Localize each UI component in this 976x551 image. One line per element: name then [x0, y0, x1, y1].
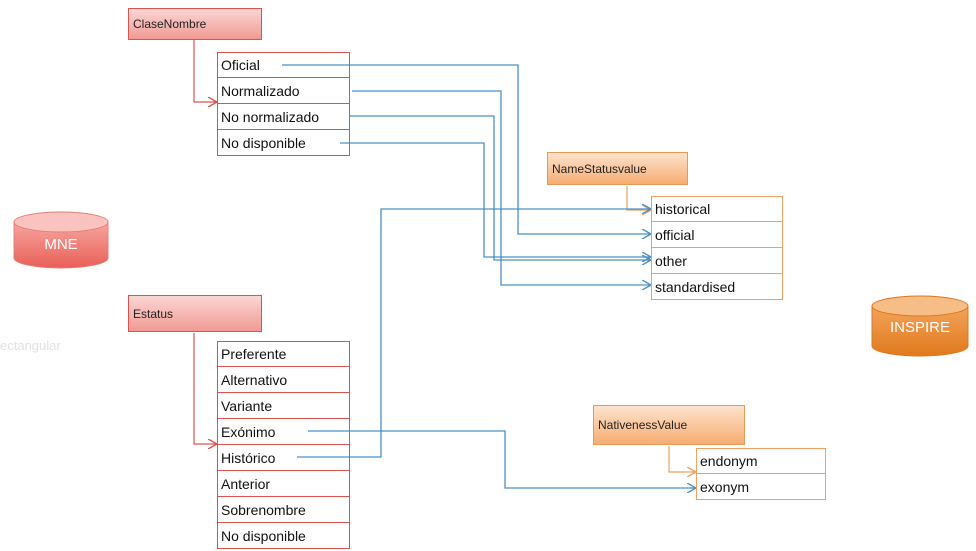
inspire-label: INSPIRE: [889, 319, 950, 336]
list-item-endonym: endonym: [696, 448, 826, 474]
namestatus-connector: [626, 186, 651, 210]
list-item-alternativo: Alternativo: [217, 367, 350, 393]
mapping-arrow-nodisponible-other: [340, 142, 651, 257]
list-item-exonimo: Exónimo: [217, 419, 350, 445]
list-item-preferente: Preferente: [217, 341, 350, 367]
mapping-arrow-oficial-official: [282, 64, 651, 234]
list-item-other: other: [651, 248, 783, 274]
mapping-arrow-historico-historical: [297, 209, 651, 458]
list-item-no-disponible: No disponible: [217, 130, 350, 156]
namestatusvalue-list: historical official other standardised: [651, 196, 783, 300]
list-item-variante: Variante: [217, 393, 350, 419]
list-item-oficial: Oficial: [217, 52, 350, 78]
list-item-historical: historical: [651, 196, 783, 222]
mapping-arrow-normalizado-standardised: [352, 90, 651, 285]
mne-database-icon: [13, 211, 109, 269]
estatus-header: Estatus: [128, 295, 262, 332]
mne-label: MNE: [44, 236, 78, 253]
list-item-anterior: Anterior: [217, 471, 350, 497]
clasenombre-header: ClaseNombre: [128, 8, 262, 40]
list-item-standardised: standardised: [651, 274, 783, 300]
nativeness-connector: [668, 446, 696, 472]
estatus-connector: [193, 333, 217, 444]
list-item-estatus-no-disponible: No disponible: [217, 523, 350, 549]
nativenessvalue-list: endonym exonym: [696, 448, 826, 500]
faint-background-label: ectangular: [0, 338, 61, 353]
nativenessvalue-header: NativenessValue: [593, 405, 745, 445]
list-item-sobrenombre: Sobrenombre: [217, 497, 350, 523]
inspire-database-icon: [871, 295, 969, 357]
mapping-arrow-exonimo-exonym: [308, 430, 696, 488]
list-item-historico: Histórico: [217, 445, 350, 471]
clasenombre-connector: [193, 40, 217, 102]
namestatusvalue-header: NameStatusvalue: [547, 152, 688, 185]
list-item-no-normalizado: No normalizado: [217, 104, 350, 130]
list-item-exonym: exonym: [696, 474, 826, 500]
mapping-arrow-nonormalizado-other: [350, 115, 651, 260]
estatus-list: Preferente Alternativo Variante Exónimo …: [217, 341, 350, 549]
clasenombre-list: Oficial Normalizado No normalizado No di…: [217, 52, 350, 156]
list-item-official: official: [651, 222, 783, 248]
list-item-normalizado: Normalizado: [217, 78, 350, 104]
